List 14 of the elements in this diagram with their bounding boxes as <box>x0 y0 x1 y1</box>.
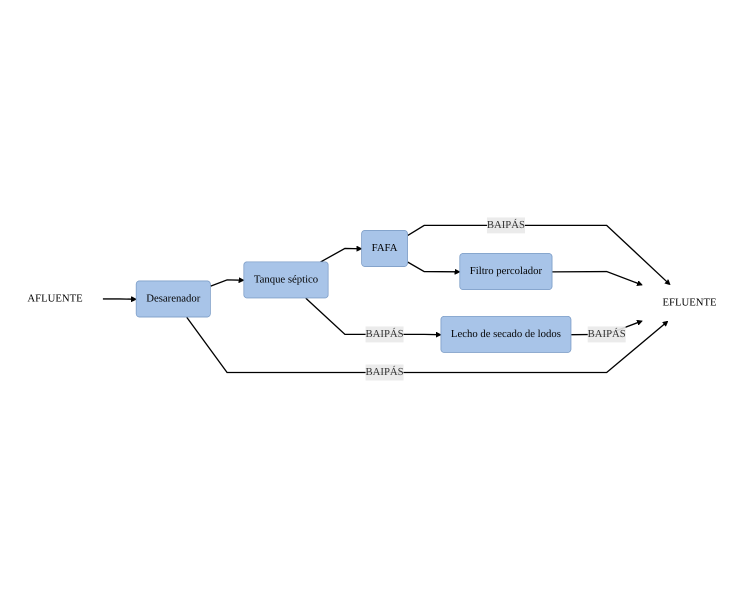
edge-label: BAIPÁS <box>366 328 404 340</box>
arrow <box>320 246 362 263</box>
node-text: AFLUENTE <box>27 292 83 304</box>
arrow <box>186 316 668 374</box>
node-text: EFLUENTE <box>662 296 717 308</box>
arrow <box>210 277 244 287</box>
edge-label: BAIPÁS <box>588 328 626 340</box>
edge-label: BAIPÁS <box>486 219 525 231</box>
arrow <box>552 270 643 286</box>
arrow <box>407 262 460 275</box>
arrow <box>102 296 137 302</box>
edge-label: BAIPÁS <box>366 366 404 378</box>
arrow <box>407 224 670 286</box>
flow-diagram: BAIPÁS BAIPÁS BAIPÁS BAIPÁS AFLUENTE Desarenador Tanque séptico FAFA Filtro percolador Lecho de secado de lodos EFLUENTE <box>2 212 742 386</box>
